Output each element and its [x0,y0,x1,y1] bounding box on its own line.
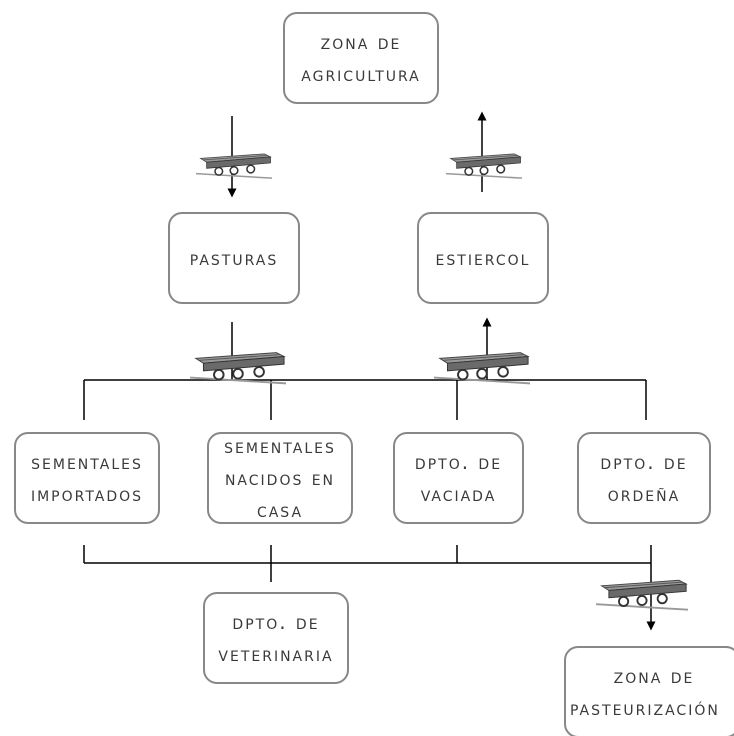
node-sementales-importados: Sementales Importados [14,432,160,524]
mine-cart-icon [434,352,530,385]
node-label-line: Sementales [31,450,143,474]
node-label-line: Importados [30,482,144,506]
node-zona-pasteurizacion: Zona de Pasteurización [564,646,734,736]
node-label-line: Estiercol [435,246,531,270]
node-label-line: Ordeña [607,482,681,506]
node-dpto-vaciada: Dpto. de Vaciada [393,432,524,524]
node-dpto-ordena: Dpto. de Ordeña [577,432,711,524]
node-label-line: Pasturas [189,246,279,270]
node-label-line: Dpto. de [414,450,503,474]
mine-cart-icon [596,579,688,611]
node-label-line: Casa [256,498,304,522]
node-label-line: Dpto. de [600,450,688,474]
node-label-line: Zona de [613,664,695,688]
node-label-line: Sementales [224,434,336,458]
mine-cart-icon [196,153,272,179]
node-label-line: Dpto. de [232,610,320,634]
node-pasturas: Pasturas [168,212,300,304]
node-estiercol: Estiercol [417,212,549,304]
node-label-line: Nacidos en [224,466,336,490]
node-label-line: Pasteurización [570,696,720,720]
node-dpto-veterinaria: Dpto. de Veterinaria [203,592,349,684]
node-zona-agricultura: Zona de Agricultura [283,12,439,104]
mine-cart-icon [446,153,522,179]
mine-cart-icon [190,352,286,385]
node-label-line: Vaciada [420,482,497,506]
node-label-line: Agricultura [301,62,421,86]
node-label-line: Zona de [320,30,402,54]
node-label-line: Veterinaria [218,642,334,666]
node-sementales-nacidos: Sementales Nacidos en Casa [207,432,353,524]
